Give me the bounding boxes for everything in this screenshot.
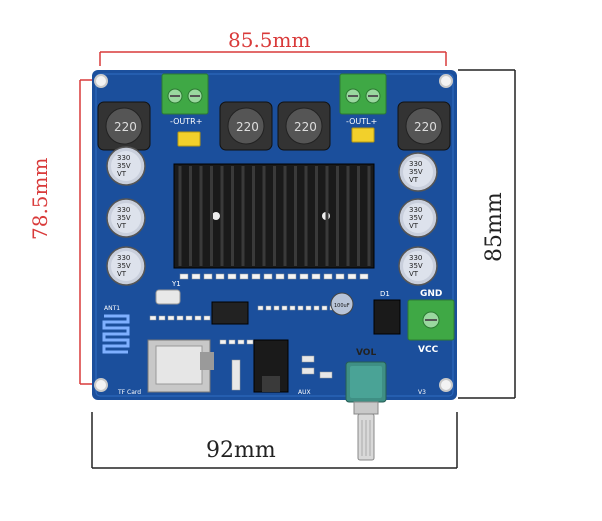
terminal-power [407,299,455,341]
vcc-label: VCC [418,345,439,355]
capacitor-label: VT [409,222,419,230]
capacitor-label: 330 [409,254,422,262]
outr-label: -OUTR+ [170,117,202,126]
outl-label: -OUTL+ [346,117,377,126]
capacitor-label: 35V [117,214,131,222]
capacitor-label: VT [117,170,127,178]
inductor-label: 220 [414,120,437,134]
antenna-trace [102,314,130,354]
capacitor-label: 330 [117,206,130,214]
dimension-bottom-line [91,412,458,469]
heatsink [173,163,375,269]
gnd-label: GND [420,289,442,299]
dimension-right-line [458,69,516,399]
ant-label: ANT1 [104,305,120,312]
inductors: 220 220 220 220 [97,101,451,151]
capacitor-label: 35V [117,262,131,270]
capacitor-label: VT [409,176,419,184]
yellow-capacitors [177,127,375,147]
tf-card-slot [147,339,214,393]
capacitor-label: VT [409,270,419,278]
dimension-bottom-label: 92mm [206,438,276,463]
capacitor-label: 330 [117,254,130,262]
small-capacitor [330,292,354,316]
d1-label: D1 [380,290,390,298]
capacitor-label: 35V [409,168,423,176]
inductor-label: 220 [114,120,137,134]
small-cap-label: 100uF [334,303,350,309]
tf-card-label: TF Card [117,389,141,396]
aux-jack [253,339,289,393]
y1-label: Y1 [171,280,181,288]
volume-knob [345,361,387,461]
v3-label: V3 [418,389,426,396]
terminal-outl [339,73,387,115]
capacitor-label: 330 [409,206,422,214]
chip [211,301,249,325]
diode [373,299,401,335]
capacitor-label: 35V [409,262,423,270]
vol-label: VOL [356,348,376,358]
smd-components [149,273,369,345]
capacitor-label: VT [117,270,127,278]
capacitor-label: VT [117,222,127,230]
inductor-label: 220 [294,120,317,134]
capacitor-label: 35V [409,214,423,222]
capacitor-label: 35V [117,162,131,170]
dimension-left-label: 78.5mm [28,157,52,240]
mounting-holes [94,74,453,392]
capacitor-label: 330 [117,154,130,162]
dimension-right-label: 85mm [482,192,507,262]
inductor-label: 220 [236,120,259,134]
capacitor-label: 330 [409,160,422,168]
dimension-top-line [99,51,447,66]
dimension-top-label: 85.5mm [228,28,311,52]
terminal-outr [161,73,209,115]
aux-label: AUX [298,389,311,396]
